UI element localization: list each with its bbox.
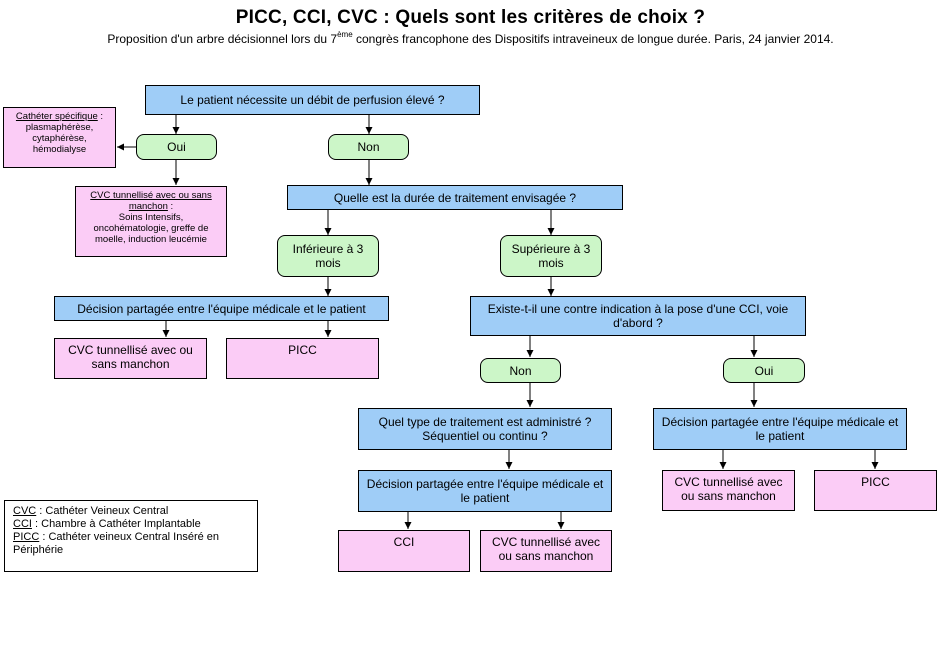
page-subtitle: Proposition d'un arbre décisionnel lors … <box>107 30 834 46</box>
answer-oui-contre-indication: Oui <box>723 358 805 383</box>
answer-non-contre-indication: Non <box>480 358 561 383</box>
legend-item-cci: CCI : Chambre à Cathéter Implantable <box>13 518 201 530</box>
outcome-cci-bottom: CCI <box>338 530 470 572</box>
abbreviation-legend: CVC : Cathéter Veineux Central CCI : Cha… <box>4 500 258 572</box>
question-debit-perfusion: Le patient nécessite un débit de perfusi… <box>145 85 480 115</box>
question-duree-traitement: Quelle est la durée de traitement envisa… <box>287 185 623 210</box>
legend-item-cvc: CVC : Cathéter Veineux Central <box>13 505 169 517</box>
outcome-cvc-bottom: CVC tunnellisé avec ou sans manchon <box>480 530 612 572</box>
outcome-picc-right: PICC <box>814 470 937 511</box>
page-title: PICC, CCI, CVC : Quels sont les critères… <box>235 7 706 28</box>
decision-partagee-mid: Décision partagée entre l'équipe médical… <box>358 470 612 512</box>
outcome-catheter-specifique: Cathéter spécifique :plasmaphérèse, cyta… <box>3 107 116 168</box>
answer-inferieure-3-mois: Inférieure à 3 mois <box>277 235 379 277</box>
answer-superieure-3-mois: Supérieure à 3 mois <box>500 235 602 277</box>
decision-partagee-right: Décision partagée entre l'équipe médical… <box>653 408 907 450</box>
question-contre-indication: Existe-t-il une contre indication à la p… <box>470 296 806 336</box>
decision-partagee-left: Décision partagée entre l'équipe médical… <box>54 296 389 321</box>
outcome-cvc-tunnellise-soins: CVC tunnellisé avec ou sans manchon :Soi… <box>75 186 227 257</box>
answer-oui-debit: Oui <box>136 134 217 160</box>
legend-item-picc: PICC : Cathéter veineux Central Inséré e… <box>13 531 220 556</box>
outcome-picc-left: PICC <box>226 338 379 379</box>
outcome-cvc-left: CVC tunnellisé avec ou sans manchon <box>54 338 207 379</box>
question-type-traitement: Quel type de traitement est administré ?… <box>358 408 612 450</box>
answer-non-debit: Non <box>328 134 409 160</box>
outcome-cvc-right: CVC tunnellisé avec ou sans manchon <box>662 470 795 511</box>
